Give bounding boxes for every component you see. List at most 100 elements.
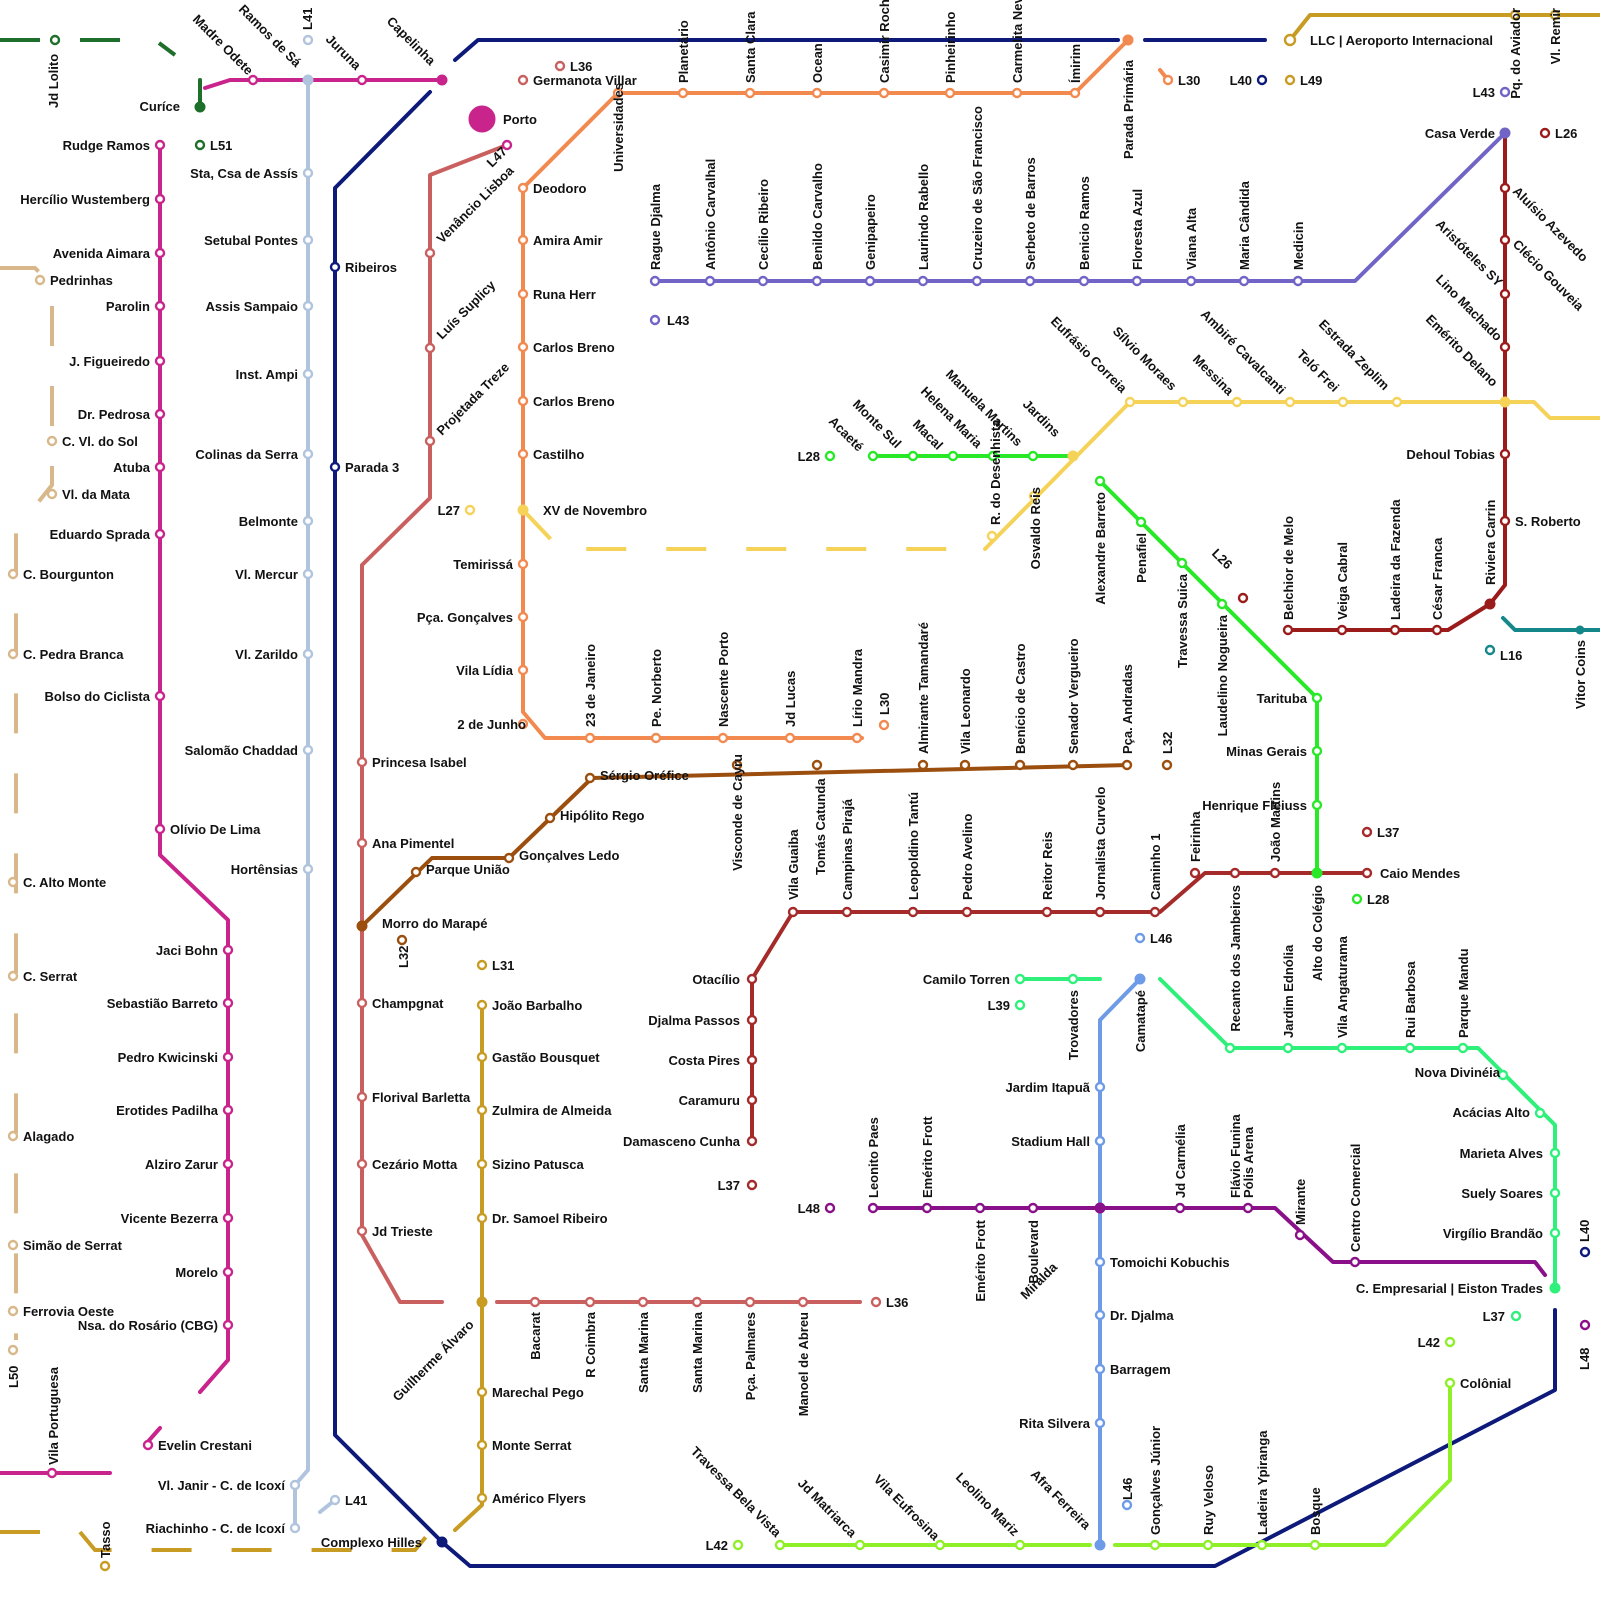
line-tag-marker[interactable] xyxy=(196,141,204,149)
station-dot[interactable] xyxy=(1459,1044,1467,1052)
station-dot[interactable] xyxy=(1294,277,1302,285)
station-dot[interactable] xyxy=(1501,450,1509,458)
station-dot[interactable] xyxy=(719,734,727,742)
station-dot[interactable] xyxy=(776,1541,784,1549)
station-dot[interactable] xyxy=(478,1001,486,1009)
station-dot[interactable] xyxy=(156,530,164,538)
station-dot[interactable] xyxy=(748,1096,756,1104)
station-interchange-dot[interactable] xyxy=(357,921,367,931)
station-dot[interactable] xyxy=(1096,1137,1104,1145)
station-dot[interactable] xyxy=(1029,1204,1037,1212)
line-tag-marker[interactable] xyxy=(826,452,834,460)
station-dot[interactable] xyxy=(1433,626,1441,634)
station-dot[interactable] xyxy=(9,650,17,658)
station-interchange-dot[interactable] xyxy=(1312,868,1322,878)
station-dot[interactable] xyxy=(923,1204,931,1212)
station-dot[interactable] xyxy=(224,1268,232,1276)
station-dot[interactable] xyxy=(304,302,312,310)
station-interchange-dot[interactable] xyxy=(477,1297,487,1307)
station-interchange-dot[interactable] xyxy=(1123,35,1133,45)
station-dot[interactable] xyxy=(869,452,877,460)
station-dot[interactable] xyxy=(1244,1204,1252,1212)
line-tag-marker[interactable] xyxy=(1581,1321,1589,1329)
station-dot[interactable] xyxy=(949,452,957,460)
station-dot[interactable] xyxy=(48,437,56,445)
line-tag-marker[interactable] xyxy=(478,961,486,969)
station-dot[interactable] xyxy=(1226,1044,1234,1052)
station-dot[interactable] xyxy=(1151,1541,1159,1549)
station-dot[interactable] xyxy=(519,290,527,298)
station-interchange-dot[interactable] xyxy=(195,102,205,112)
station-dot[interactable] xyxy=(909,908,917,916)
station-dot[interactable] xyxy=(961,761,969,769)
station-dot[interactable] xyxy=(9,1346,17,1354)
line-tag-marker[interactable] xyxy=(304,36,312,44)
station-dot[interactable] xyxy=(1096,1365,1104,1373)
station-dot[interactable] xyxy=(156,357,164,365)
line-tag-marker[interactable] xyxy=(398,936,406,944)
station-dot[interactable] xyxy=(1178,559,1186,567)
station-dot[interactable] xyxy=(1204,1541,1212,1549)
station-interchange-dot[interactable] xyxy=(1135,974,1145,984)
station-dot[interactable] xyxy=(880,89,888,97)
station-dot[interactable] xyxy=(1393,398,1401,406)
station-dot[interactable] xyxy=(519,397,527,405)
station-dot[interactable] xyxy=(1096,908,1104,916)
station-dot[interactable] xyxy=(478,1053,486,1061)
station-dot[interactable] xyxy=(1406,1044,1414,1052)
station-dot[interactable] xyxy=(1096,1419,1104,1427)
station-dot[interactable] xyxy=(48,1469,56,1477)
station-dot[interactable] xyxy=(156,463,164,471)
line-tag-marker[interactable] xyxy=(1581,1248,1589,1256)
station-dot[interactable] xyxy=(1499,1071,1507,1079)
station-interchange-dot[interactable] xyxy=(1095,1203,1105,1213)
station-dot[interactable] xyxy=(224,1106,232,1114)
station-dot[interactable] xyxy=(224,1321,232,1329)
line-tag-marker[interactable] xyxy=(1541,129,1549,137)
station-dot[interactable] xyxy=(304,169,312,177)
station-dot[interactable] xyxy=(1231,869,1239,877)
line-tag-marker[interactable] xyxy=(1446,1338,1454,1346)
station-dot[interactable] xyxy=(1351,1258,1359,1266)
station-dot[interactable] xyxy=(1191,869,1199,877)
station-interchange-dot[interactable] xyxy=(1550,1283,1560,1293)
station-dot[interactable] xyxy=(1137,518,1145,526)
line-tag-marker[interactable] xyxy=(1123,1501,1131,1509)
station-dot[interactable] xyxy=(1551,1229,1559,1237)
station-dot[interactable] xyxy=(1501,290,1509,298)
station-dot[interactable] xyxy=(919,277,927,285)
station-interchange-dot[interactable] xyxy=(1576,626,1584,634)
station-dot[interactable] xyxy=(789,908,797,916)
station-dot[interactable] xyxy=(1391,626,1399,634)
station-dot[interactable] xyxy=(1133,277,1141,285)
station-interchange-dot[interactable] xyxy=(437,1537,447,1547)
station-dot[interactable] xyxy=(586,774,594,782)
station-dot[interactable] xyxy=(746,1298,754,1306)
station-dot[interactable] xyxy=(813,761,821,769)
line-tag-marker[interactable] xyxy=(880,721,888,729)
line-tag-marker[interactable] xyxy=(872,1298,880,1306)
station-dot[interactable] xyxy=(224,1160,232,1168)
line-tag-marker[interactable] xyxy=(1258,76,1266,84)
station-dot[interactable] xyxy=(1069,761,1077,769)
station-dot[interactable] xyxy=(866,277,874,285)
line-tag-marker[interactable] xyxy=(1353,895,1361,903)
station-dot[interactable] xyxy=(291,1481,299,1489)
station-dot[interactable] xyxy=(909,452,917,460)
line-tag-marker[interactable] xyxy=(734,1541,742,1549)
station-dot[interactable] xyxy=(304,236,312,244)
station-interchange-dot[interactable] xyxy=(1068,451,1078,461)
station-dot[interactable] xyxy=(1016,1541,1024,1549)
station-dot[interactable] xyxy=(331,263,339,271)
station-dot[interactable] xyxy=(478,1106,486,1114)
station-dot[interactable] xyxy=(478,1388,486,1396)
station-dot[interactable] xyxy=(843,908,851,916)
station-dot[interactable] xyxy=(156,692,164,700)
station-dot[interactable] xyxy=(946,89,954,97)
station-dot[interactable] xyxy=(224,1053,232,1061)
station-dot[interactable] xyxy=(1338,626,1346,634)
station-dot[interactable] xyxy=(224,946,232,954)
station-dot[interactable] xyxy=(853,734,861,742)
station-dot[interactable] xyxy=(519,184,527,192)
station-dot[interactable] xyxy=(358,999,366,1007)
